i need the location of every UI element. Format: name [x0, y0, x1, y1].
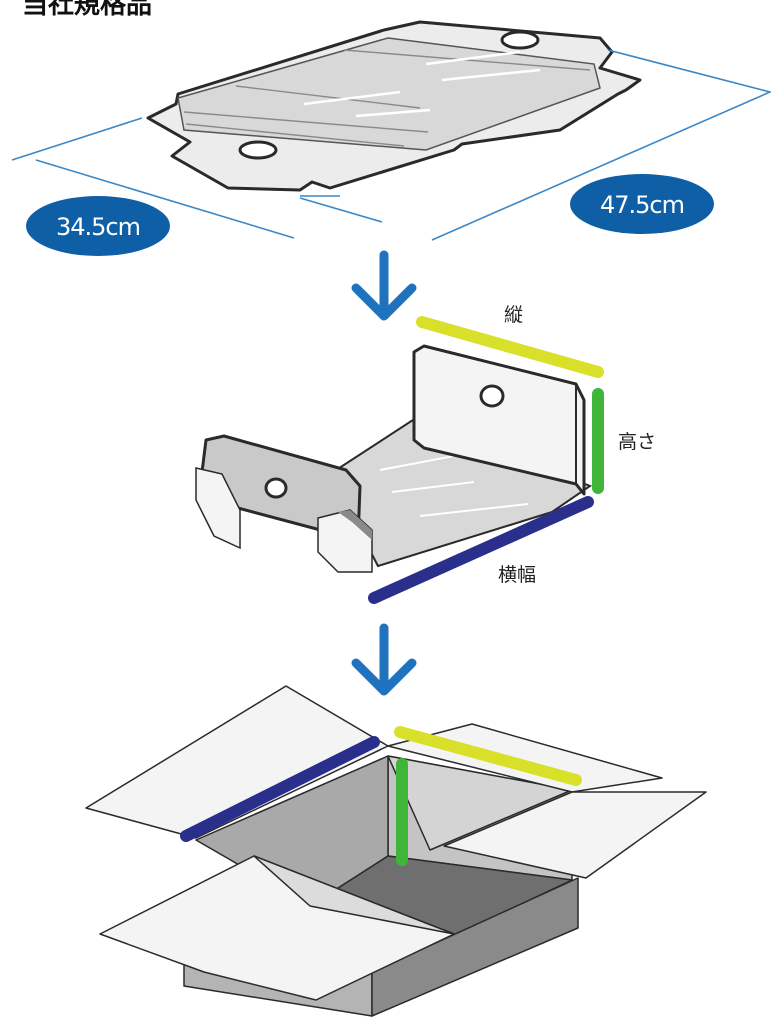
width-dimension-badge: 34.5cm — [26, 196, 170, 256]
down-arrow-icon — [351, 250, 417, 321]
flat-sheet-reflections — [303, 50, 541, 118]
box-inner-right-wall — [387, 755, 573, 851]
tray-left-flap — [195, 467, 241, 550]
box-front-flap — [99, 855, 455, 1001]
width-label: 横幅 — [498, 564, 536, 586]
tray-right-flap-shadow — [338, 510, 372, 540]
tray-front-hole — [264, 477, 288, 499]
page-title: 当社規格品 — [22, 0, 152, 20]
flat-sheet-fold-lines — [183, 49, 591, 147]
box-width-marker — [180, 736, 380, 842]
width-badge-label: 34.5cm — [56, 213, 140, 241]
tray-back-wall — [412, 344, 586, 496]
width-dimension-line — [11, 117, 383, 239]
flat-sheet-hole-top — [500, 30, 540, 50]
box-back-right-flap — [387, 723, 663, 793]
box-length-marker — [394, 726, 582, 786]
down-arrow-icon — [351, 623, 417, 696]
width-badge-shape — [26, 196, 170, 256]
tray-length-marker — [416, 316, 604, 378]
length-badge-label: 47.5cm — [600, 191, 684, 219]
flat-sheet-illustration — [146, 20, 642, 192]
flat-sheet-hole-bottom — [238, 140, 278, 160]
length-dimension-line — [300, 49, 771, 241]
box-front-side — [371, 877, 579, 1017]
height-label: 高さ — [618, 431, 656, 453]
length-badge-shape — [570, 174, 714, 234]
tray-dimension-markers — [368, 316, 604, 604]
box-front-flap-shadow — [253, 855, 455, 935]
tray-back-hole — [479, 384, 505, 408]
length-dimension-badge: 47.5cm — [570, 174, 714, 234]
box-dimension-markers — [180, 726, 582, 866]
length-label: 縦 — [504, 304, 523, 326]
folded-tray-illustration — [195, 344, 593, 573]
tray-base-reflections — [379, 455, 529, 517]
tray-width-marker — [368, 496, 594, 604]
box-right-flap — [443, 791, 707, 879]
dimension-lines — [11, 49, 771, 241]
open-box-illustration — [85, 685, 707, 1017]
